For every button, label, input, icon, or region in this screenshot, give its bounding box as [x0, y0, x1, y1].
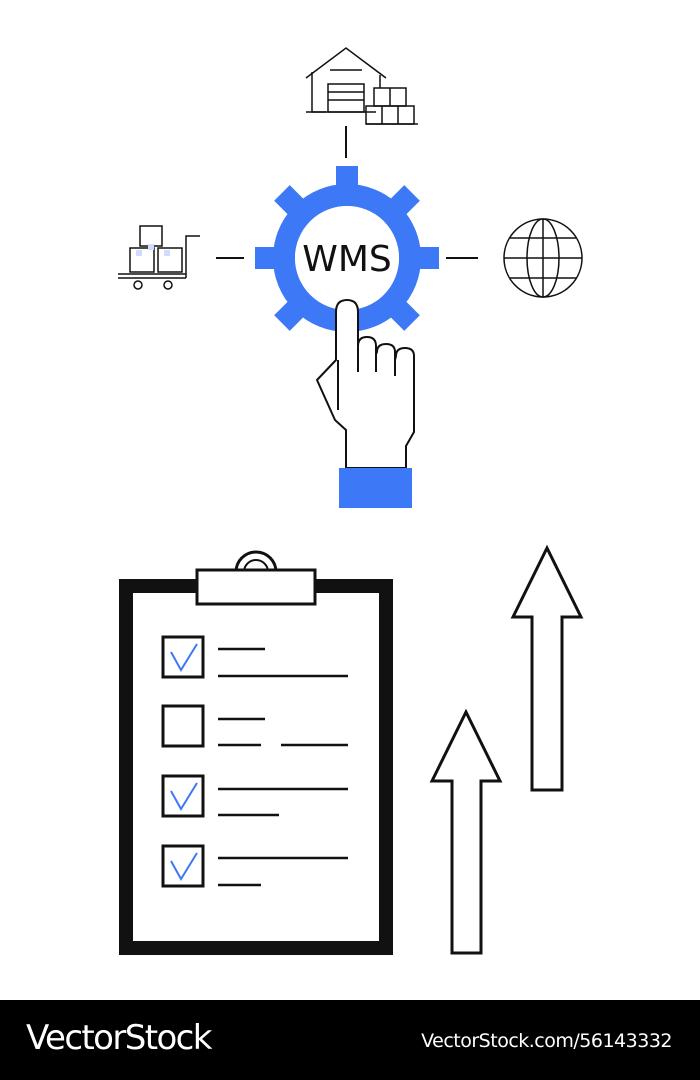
- checklist-row: [161, 635, 348, 679]
- connector-lines: [216, 126, 478, 259]
- wms-illustration: WMS: [118, 47, 584, 955]
- checkmark-icon: [170, 782, 198, 811]
- pointing-hand-icon: [316, 299, 415, 508]
- vectorstock-logo: VectorStock: [26, 1018, 212, 1058]
- hand-truck-icon: [118, 225, 200, 290]
- checkbox: [161, 774, 205, 818]
- clipboard-icon: [119, 550, 393, 955]
- checkbox: [161, 635, 205, 679]
- checkmark-icon: [170, 643, 198, 672]
- checkmark-icon: [170, 852, 198, 881]
- up-arrow-icon: [510, 544, 584, 792]
- warehouse-icon: [305, 47, 418, 125]
- globe-icon: [503, 218, 583, 298]
- checkbox: [161, 704, 205, 748]
- footer-bar: VectorStock VectorStock.com/56143332: [0, 1000, 700, 1080]
- image-id: VectorStock.com/56143332: [421, 1030, 672, 1052]
- checklist-row: [161, 844, 348, 888]
- gear-label: WMS: [302, 239, 392, 280]
- checklist-row: [161, 704, 348, 748]
- checklist: [161, 635, 348, 888]
- up-arrow-icon: [429, 708, 503, 955]
- checklist-row: [161, 774, 348, 818]
- box-tape-accents: [136, 244, 170, 256]
- checkbox: [161, 844, 205, 888]
